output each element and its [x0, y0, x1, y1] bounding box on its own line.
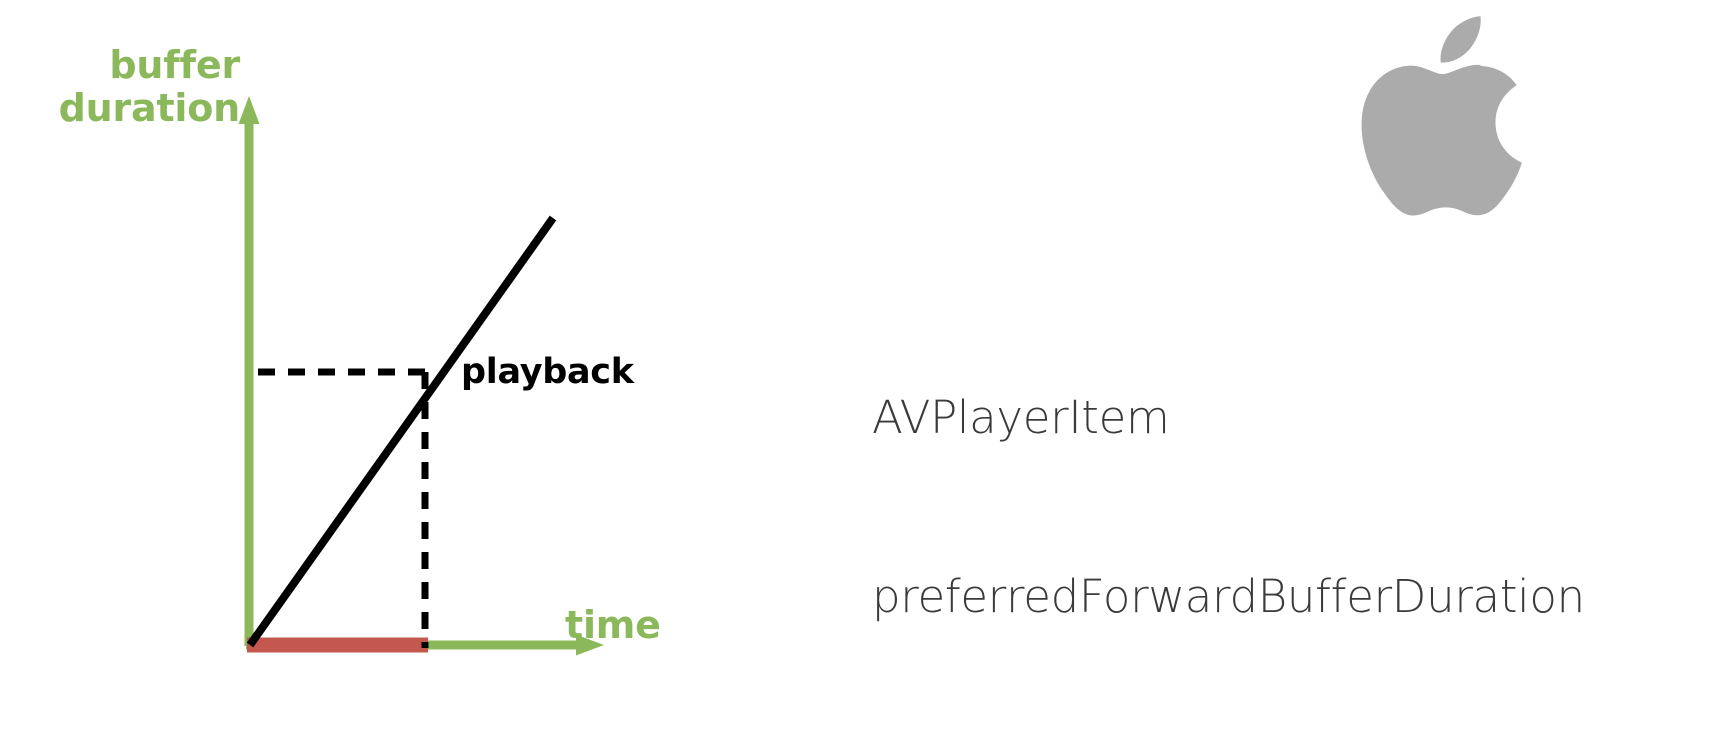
playback-series-label: playback [461, 352, 634, 392]
playback-series-line [246, 215, 557, 648]
api-class-name: AVPlayerItem [872, 390, 1170, 444]
buffer-duration-chart: buffer duration time playback [0, 0, 760, 756]
y-axis [238, 96, 260, 646]
apple-logo [1352, 10, 1547, 250]
y-axis-label: buffer duration [58, 43, 241, 130]
x-axis-arrowhead-icon [576, 634, 604, 656]
apple-logo-icon [1361, 16, 1522, 216]
chart-svg [238, 96, 604, 656]
api-reference-text: AVPlayerItem preferredForwardBufferDurat… [872, 268, 1585, 747]
api-property-name: preferredForwardBufferDuration [872, 570, 1585, 624]
y-axis-arrowhead-icon [238, 96, 260, 124]
x-axis-label: time [565, 603, 661, 647]
